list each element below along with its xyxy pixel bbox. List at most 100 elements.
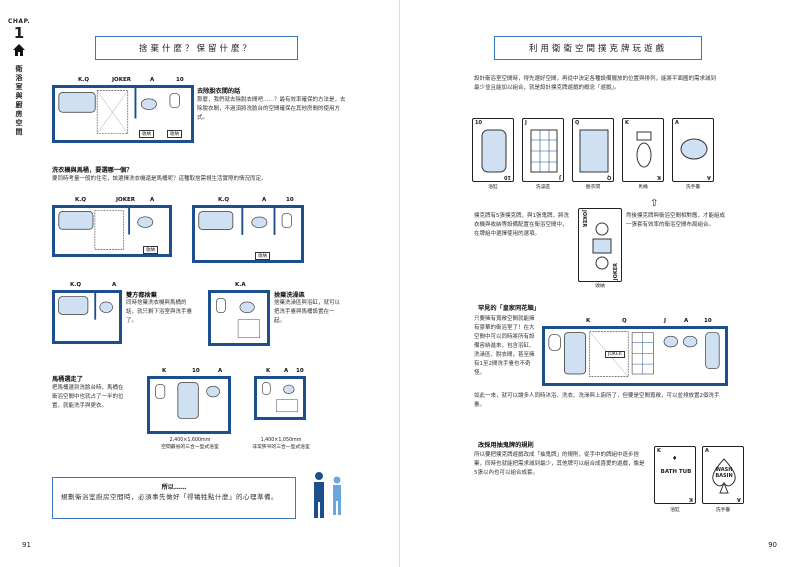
joker-face-icon — [592, 222, 612, 270]
card-basin: A A — [672, 118, 714, 182]
case1-heading: 去除脫衣間的話 — [197, 88, 241, 95]
chapter-label: CHAP. — [8, 18, 31, 25]
cards-row: 10 10 浴缸 J J 洗澡區 Q Q 脫衣間 K K 馬桶 A — [472, 118, 727, 200]
home-icon — [13, 44, 25, 56]
plan-b-caption-desc: 非常狹窄的三合一型式浴室 — [252, 445, 310, 450]
flush-label-ten: 10 — [704, 318, 712, 324]
rule1-text: 撲克牌有5張撲克牌，與1張鬼牌，將洗衣機與收納等設備配置在衛浴空間中，在牌組中選… — [474, 213, 569, 237]
case3-body: 同時捨棄洗衣機與馬桶的話，就只剩下浴室與洗手臺了。 — [126, 300, 193, 324]
row3-b-label-ka: K.A — [235, 282, 246, 288]
bath-tub-name: 浴缸 — [670, 508, 680, 513]
chapter-marker: CHAP. 1 衛浴室與廚房空間 — [8, 18, 30, 137]
wash-basin-word: WASH BASIN — [715, 467, 733, 479]
plan-b-label-a: A — [284, 368, 289, 374]
flush-label-k: K — [586, 318, 591, 324]
section3-heading-right: 改採用抽鬼牌的規則 — [478, 442, 534, 449]
rule2-text: 然後撲克牌與衛浴空間相對應，才能組成一張套有效率的衛浴空間布局組合。 — [626, 213, 726, 228]
mid-b-label-a: A — [262, 197, 267, 203]
floorplan-plan-a-drawing — [155, 382, 220, 419]
mid-b-storage-tag: 收納 — [255, 252, 270, 260]
bathtub-icon — [481, 129, 507, 173]
card-toilet: K K — [622, 118, 664, 182]
flush-label-q: Q — [622, 318, 627, 324]
right-page-number: 90 — [768, 541, 777, 549]
card-bathtub-name: 浴缸 — [488, 185, 498, 190]
floorplan-mid-b-drawing — [198, 208, 292, 235]
mid-a-storage-tag: 收納 — [143, 246, 158, 254]
right-intro: 設計衛浴室空間時，得先選好空間，再從中決定各種設備擺放的位置與排列，能將平面圖的… — [474, 76, 717, 91]
page-gutter — [399, 0, 400, 567]
basin-icon — [680, 138, 708, 160]
chapter-number: 1 — [13, 24, 25, 42]
joker-card: JOKER JOKER — [578, 208, 622, 282]
floorplan-royal-flush: JOKER — [542, 326, 728, 386]
conclusion-body: 規劃衛浴室廚房空間時，必須事先做好「得犧牲點什麼」的心理準備。 — [61, 493, 278, 501]
case5-body: 把馬桶選到洗臉台時，馬桶在衛浴空間中也就占了一半的位置，就能洗手與更衣。 — [52, 385, 124, 409]
conclusion-box: 所以…… 規劃衛浴室廚房空間時，必須事先做好「得犧牲點什麼」的心理準備。 — [52, 477, 296, 519]
card-dressing-name: 脫衣間 — [585, 185, 601, 190]
dressing-room-icon — [579, 129, 609, 173]
floorplan-top-drawing — [58, 88, 180, 134]
plan-b-caption-size: 1,400×1,050mm — [260, 438, 302, 443]
card-bath-tub-word: K ♦ BATH TUB K — [654, 446, 696, 504]
bath-tub-word: BATH TUB — [660, 469, 692, 475]
joker-caption: 收納 — [595, 284, 605, 289]
floorplan-row3-b — [208, 290, 270, 346]
label-kq: K.Q — [78, 77, 90, 83]
flush-joker-tag: JOKER — [605, 351, 625, 358]
spade-suit-icon — [712, 458, 736, 494]
floorplan-row3-a — [52, 290, 122, 344]
plan-a-label-a: A — [218, 368, 223, 374]
section2-heading-right: 罕見的「皇家同花順」 — [478, 305, 540, 312]
case1-body: 那麼，我們就去除脫衣間吧……？最有效率確保的方法是，去除脫衣間，不過須將洗臉台的… — [197, 97, 346, 121]
floorplan-row3-a-drawing — [58, 293, 113, 320]
row3-a-label-a: A — [112, 282, 117, 288]
plan-a-caption-desc: 空間最省的三合一型式浴室 — [161, 445, 219, 450]
left-page-number: 91 — [22, 541, 31, 549]
plan-b-label-ten: 10 — [296, 368, 304, 374]
people-icon — [314, 472, 341, 518]
plan-a-label-k: K — [162, 368, 167, 374]
closet-tag: 收納 — [167, 130, 182, 138]
plan-a-label-ten: 10 — [192, 368, 200, 374]
floorplan-mid-a: 收納 — [52, 205, 172, 257]
flush-label-j: J — [664, 318, 667, 324]
flush-label-a: A — [684, 318, 689, 324]
section2-body-right: 只要擁有寬敞空間就能擁有豪華的衛浴室了！在大空間中可以同時將所有設備容納進來，包… — [474, 316, 535, 376]
row3-a-label-kq: K.Q — [70, 282, 82, 288]
right-page-title: 利用衛衛空間撲克牌玩遊戲 — [494, 36, 702, 60]
label-ten: 10 — [176, 77, 184, 83]
toilet-icon — [636, 131, 652, 168]
floorplan-mid-b: 收納 — [192, 205, 304, 263]
floorplan-plan-b — [254, 376, 306, 420]
floorplan-row3-b-drawing — [216, 298, 260, 338]
floorplan-plan-a — [147, 376, 231, 434]
section2-body: 要同時考量一般的住宅，該選擇洗衣機還是馬桶呢？這種取捨需視生活實際的情況而定。 — [52, 176, 267, 182]
storage-tag: 收納 — [139, 130, 154, 138]
plan-a-caption-size: 2,400×1,600mm — [169, 438, 211, 443]
section3-body-right: 所以要把撲克牌遊戲改成「抽鬼牌」的規則，從手中的牌組中逐步捨棄，同時也就能把需求… — [474, 452, 645, 476]
shower-grid-icon — [530, 129, 558, 173]
mid-a-label-kq: K.Q — [75, 197, 87, 203]
arrow-up-icon: ⇧ — [650, 198, 659, 209]
floorplan-royal-flush-drawing — [548, 331, 720, 377]
card-shower: J J — [522, 118, 564, 182]
card-bathtub: 10 10 — [472, 118, 514, 182]
label-a: A — [150, 77, 155, 83]
case4-body: 捨棄洗澡區與浴缸，就可以把洗手臺與馬桶設置在一起。 — [274, 300, 341, 324]
case5-heading: 馬桶選走了 — [52, 376, 83, 383]
left-page: CHAP. 1 衛浴室與廚房空間 捨棄什麼？保留什麼？ K.Q JOKER A … — [0, 0, 399, 567]
diamond-suit-icon: ♦ — [672, 455, 678, 462]
mid-a-label-a: A — [150, 197, 155, 203]
flush-tail-text: 如此一來，就可以讓多人同時沐浴、洗衣、洗澡與上廁所了，但要是空間寬敞，可以並排放… — [474, 393, 720, 408]
case4-heading: 捨棄洗澡區 — [274, 292, 305, 299]
left-page-title: 捨棄什麼？保留什麼？ — [95, 36, 298, 60]
case3-heading: 雙方都捨棄 — [126, 292, 157, 299]
section2-heading: 洗衣機與馬桶，要選哪一個？ — [52, 167, 133, 174]
mid-b-label-kq: K.Q — [218, 197, 230, 203]
card-dressing: Q Q — [572, 118, 614, 182]
mid-a-label-joker: JOKER — [116, 197, 135, 203]
floorplan-plan-b-drawing — [261, 382, 298, 413]
right-page: 利用衛衛空間撲克牌玩遊戲 設計衛浴室空間時，得先選好空間，再從中決定各種設備擺放… — [400, 0, 799, 567]
conclusion-heading: 所以…… — [161, 484, 187, 491]
